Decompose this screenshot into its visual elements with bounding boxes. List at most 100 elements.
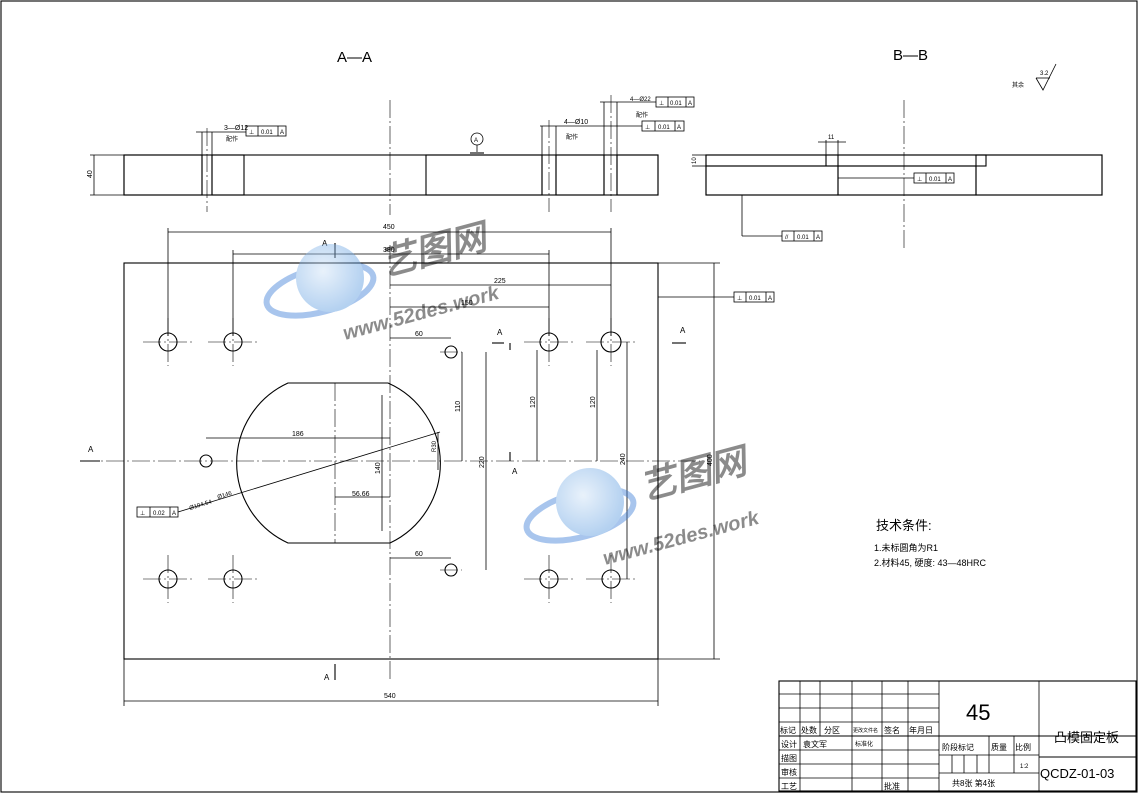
tb-designer: 袁文军 — [803, 739, 827, 749]
tb-scale-label: 比例 — [1015, 742, 1031, 752]
svg-text:⊥: ⊥ — [659, 100, 664, 107]
cut-a-mid: A — [512, 467, 518, 476]
tol-perp-3: 0.01 — [670, 101, 682, 107]
svg-text:⊥: ⊥ — [645, 124, 650, 131]
dim-110: 110 — [455, 401, 462, 412]
title-block: 45 凸模固定板 QCDZ-01-03 标记 处数 分区 更改文件名 签名 年月… — [778, 680, 1137, 792]
tb-design: 设计 — [781, 739, 797, 749]
tb-material: 45 — [966, 700, 990, 725]
dim-56: 56.66 — [352, 491, 370, 498]
plan-view: A A A A A A 140 56.66 186 Ø — [80, 224, 775, 706]
tb-signature: 签名 — [884, 725, 900, 735]
callout-holes-10: 4—Ø10 — [564, 119, 588, 126]
dim-60b: 60 — [415, 551, 423, 558]
tol-perp-1: 0.01 — [261, 130, 273, 136]
datum-a-label: A — [474, 138, 478, 144]
tb-standard: 标准化 — [855, 740, 873, 748]
tol-datum-2: A — [677, 125, 681, 131]
dim-150: 150 — [461, 300, 473, 307]
cut-a-right: A — [680, 326, 686, 335]
arc-note2: Ø146 — [217, 491, 233, 501]
hole-small-bot — [440, 563, 462, 577]
dim-240: 240 — [620, 453, 627, 465]
arc-note: Ø104.54 — [189, 499, 213, 512]
tb-process: 工艺 — [781, 782, 797, 791]
svg-text:⊥: ⊥ — [249, 129, 254, 136]
section-bb-title: B—B — [893, 47, 928, 64]
dim-400: 400 — [707, 454, 714, 466]
tb-approve: 批准 — [884, 781, 900, 791]
cut-a-top: A — [322, 239, 328, 248]
hatch-bb-right — [975, 154, 1103, 196]
svg-text:⊥: ⊥ — [917, 176, 922, 183]
watermark-1: 艺图网 www.52des.work — [263, 215, 502, 345]
section-bb-view: 10 11 ⊥ 0.01 A // 0.01 A — [692, 100, 1103, 250]
tol-par-1: 0.01 — [797, 235, 809, 241]
central-opening — [236, 382, 441, 544]
tech-line1: 1.未标圆角为R1 — [874, 542, 938, 553]
callout-mate-3: 配作 — [636, 111, 648, 119]
roughness-value: 3.2 — [1040, 71, 1049, 77]
dim-186: 186 — [292, 431, 304, 438]
dim-10: 10 — [692, 157, 698, 164]
section-aa-view: 40 3—Ø12 配作 ⊥ 0.01 A A 4—Ø10 配作 ⊥ 0.01 A… — [87, 95, 695, 215]
callout-mate-2: 配作 — [566, 133, 578, 141]
cut-a-mid-top: A — [497, 328, 503, 337]
dim-380: 380 — [383, 247, 395, 254]
dim-220: 220 — [479, 456, 486, 468]
dim-225: 225 — [494, 278, 506, 285]
tb-sheets: 共8张 第4张 — [952, 778, 995, 788]
tol-datum-1: A — [280, 130, 284, 136]
dim-120b: 120 — [590, 396, 597, 408]
dim-120a: 120 — [530, 396, 537, 408]
tol-perp-4: 0.01 — [929, 177, 941, 183]
tb-date: 年月日 — [909, 725, 933, 735]
tol-perp-6: 0.01 — [749, 296, 761, 302]
watermark-2: 艺图网 www.52des.work — [523, 439, 762, 570]
hole-bl1 — [143, 555, 193, 603]
dim-540: 540 — [384, 693, 396, 700]
hole-bl2 — [208, 555, 258, 603]
tol-datum-6: A — [172, 511, 176, 517]
tech-line2: 2.材料45, 硬度: 43—48HRC — [874, 557, 987, 568]
tol-datum-7: A — [768, 296, 772, 302]
hole-small-top — [440, 345, 462, 359]
hatch-aa-mid — [425, 154, 543, 196]
callout-mate-1: 配作 — [226, 135, 238, 143]
section-aa-title: A—A — [337, 49, 372, 66]
tol-perp-5: 0.02 — [153, 511, 165, 517]
dim-11: 11 — [828, 135, 835, 141]
callout-holes-top: 4—Ø22 — [630, 97, 651, 103]
tol-perp-2: 0.01 — [658, 125, 670, 131]
tb-part-name: 凸模固定板 — [1054, 730, 1119, 745]
hole-br2 — [586, 555, 636, 603]
svg-text:⊥: ⊥ — [140, 510, 145, 517]
tb-draft: 描图 — [781, 753, 797, 763]
tol-datum-5: A — [816, 235, 820, 241]
tb-scale: 1:2 — [1020, 764, 1029, 770]
tb-review: 审核 — [781, 767, 797, 777]
watermark-brand-2: 艺图网 — [635, 439, 755, 508]
dim-140: 140 — [375, 462, 382, 474]
hatch-aa-right — [616, 154, 659, 196]
tb-stage-mark: 阶段标记 — [942, 742, 974, 752]
dim-60a: 60 — [415, 331, 423, 338]
dim-r30: R30 — [432, 440, 438, 452]
tb-mark: 标记 — [780, 725, 796, 735]
tb-count: 处数 — [801, 725, 817, 735]
callout-holes-12: 3—Ø12 — [224, 125, 248, 132]
tb-drawing-no: QCDZ-01-03 — [1040, 766, 1114, 781]
hatch-aa-left — [123, 154, 203, 196]
tb-zone: 分区 — [824, 726, 840, 735]
hatch-bb-top — [705, 154, 987, 167]
tech-title: 技术条件: — [876, 518, 932, 533]
cut-a-bottom: A — [324, 673, 330, 682]
hole-small-mid — [199, 454, 213, 468]
tol-datum-3: A — [688, 101, 692, 107]
hatch-bb-left — [705, 165, 839, 196]
svg-text:⊥: ⊥ — [737, 295, 742, 302]
svg-text://: // — [785, 235, 789, 241]
hatch-aa-left2 — [211, 154, 245, 196]
cut-a-left: A — [88, 445, 94, 454]
